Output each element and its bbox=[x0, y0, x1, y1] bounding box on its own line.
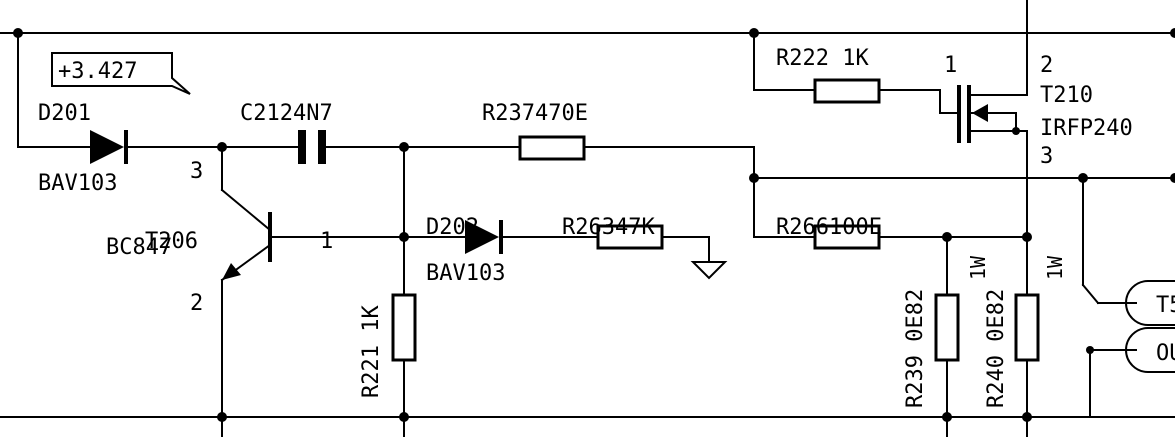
voltage-note-value: +3.427 bbox=[58, 59, 137, 84]
t206-type-visible: BC847 bbox=[106, 235, 172, 260]
bottom-rail bbox=[0, 416, 1175, 437]
t206-pin3: 3 bbox=[190, 159, 203, 184]
r239-ref: R239 0E82 bbox=[903, 289, 928, 408]
transistor-t206 bbox=[220, 146, 466, 418]
resistor-r266 bbox=[753, 224, 1028, 250]
mosfet-t210 bbox=[939, 0, 1028, 296]
r239-power: 1W bbox=[966, 255, 990, 280]
wire-left-drop bbox=[17, 32, 91, 148]
resistor-r237 bbox=[518, 135, 755, 238]
r240-power: 1W bbox=[1043, 255, 1067, 280]
junction-dots bbox=[13, 28, 1175, 422]
connector-1 bbox=[1125, 280, 1175, 326]
resistor-r240 bbox=[1014, 293, 1040, 418]
diode-d201 bbox=[90, 130, 223, 164]
resistor-r222 bbox=[753, 32, 941, 104]
resistor-r263 bbox=[596, 224, 710, 263]
r237-ref: R237470E bbox=[482, 101, 588, 126]
t206-pin2: 2 bbox=[190, 291, 203, 316]
r266-ref: R266100E bbox=[776, 215, 882, 240]
t210-pin1: 1 bbox=[944, 53, 957, 78]
t210-pin2: 2 bbox=[1040, 53, 1053, 78]
d202-ref: D202 bbox=[426, 215, 479, 240]
r222-ref: R222 1K bbox=[776, 46, 869, 71]
c212-ref: C2124N7 bbox=[240, 101, 333, 126]
resistor-r221 bbox=[391, 293, 417, 362]
d202-type: BAV103 bbox=[426, 261, 505, 286]
connector-2-label: OU bbox=[1156, 341, 1175, 366]
r240-ref: R240 0E82 bbox=[984, 289, 1009, 408]
t206-ref: T206 bbox=[145, 229, 198, 254]
r221-ref: R221 1K bbox=[359, 305, 384, 398]
t210-ref: T210 bbox=[1040, 83, 1093, 108]
voltage-note: +3.427 bbox=[51, 52, 191, 95]
t206-pin1: 1 bbox=[320, 229, 333, 254]
capacitor-c212 bbox=[221, 130, 521, 164]
connector-1-label: T5 bbox=[1156, 293, 1175, 318]
ground-icon bbox=[690, 261, 728, 280]
wire-right-bus bbox=[753, 177, 1175, 418]
connector-2 bbox=[1125, 327, 1175, 373]
diode-d202 bbox=[465, 220, 599, 254]
r263-ref: R26347K bbox=[562, 215, 655, 240]
d201-ref: D201 bbox=[38, 101, 91, 126]
d201-type: BAV103 bbox=[38, 171, 117, 196]
resistor-r239 bbox=[934, 236, 960, 418]
t210-pin3: 3 bbox=[1040, 144, 1053, 169]
t210-type: IRFP240 bbox=[1040, 116, 1133, 141]
